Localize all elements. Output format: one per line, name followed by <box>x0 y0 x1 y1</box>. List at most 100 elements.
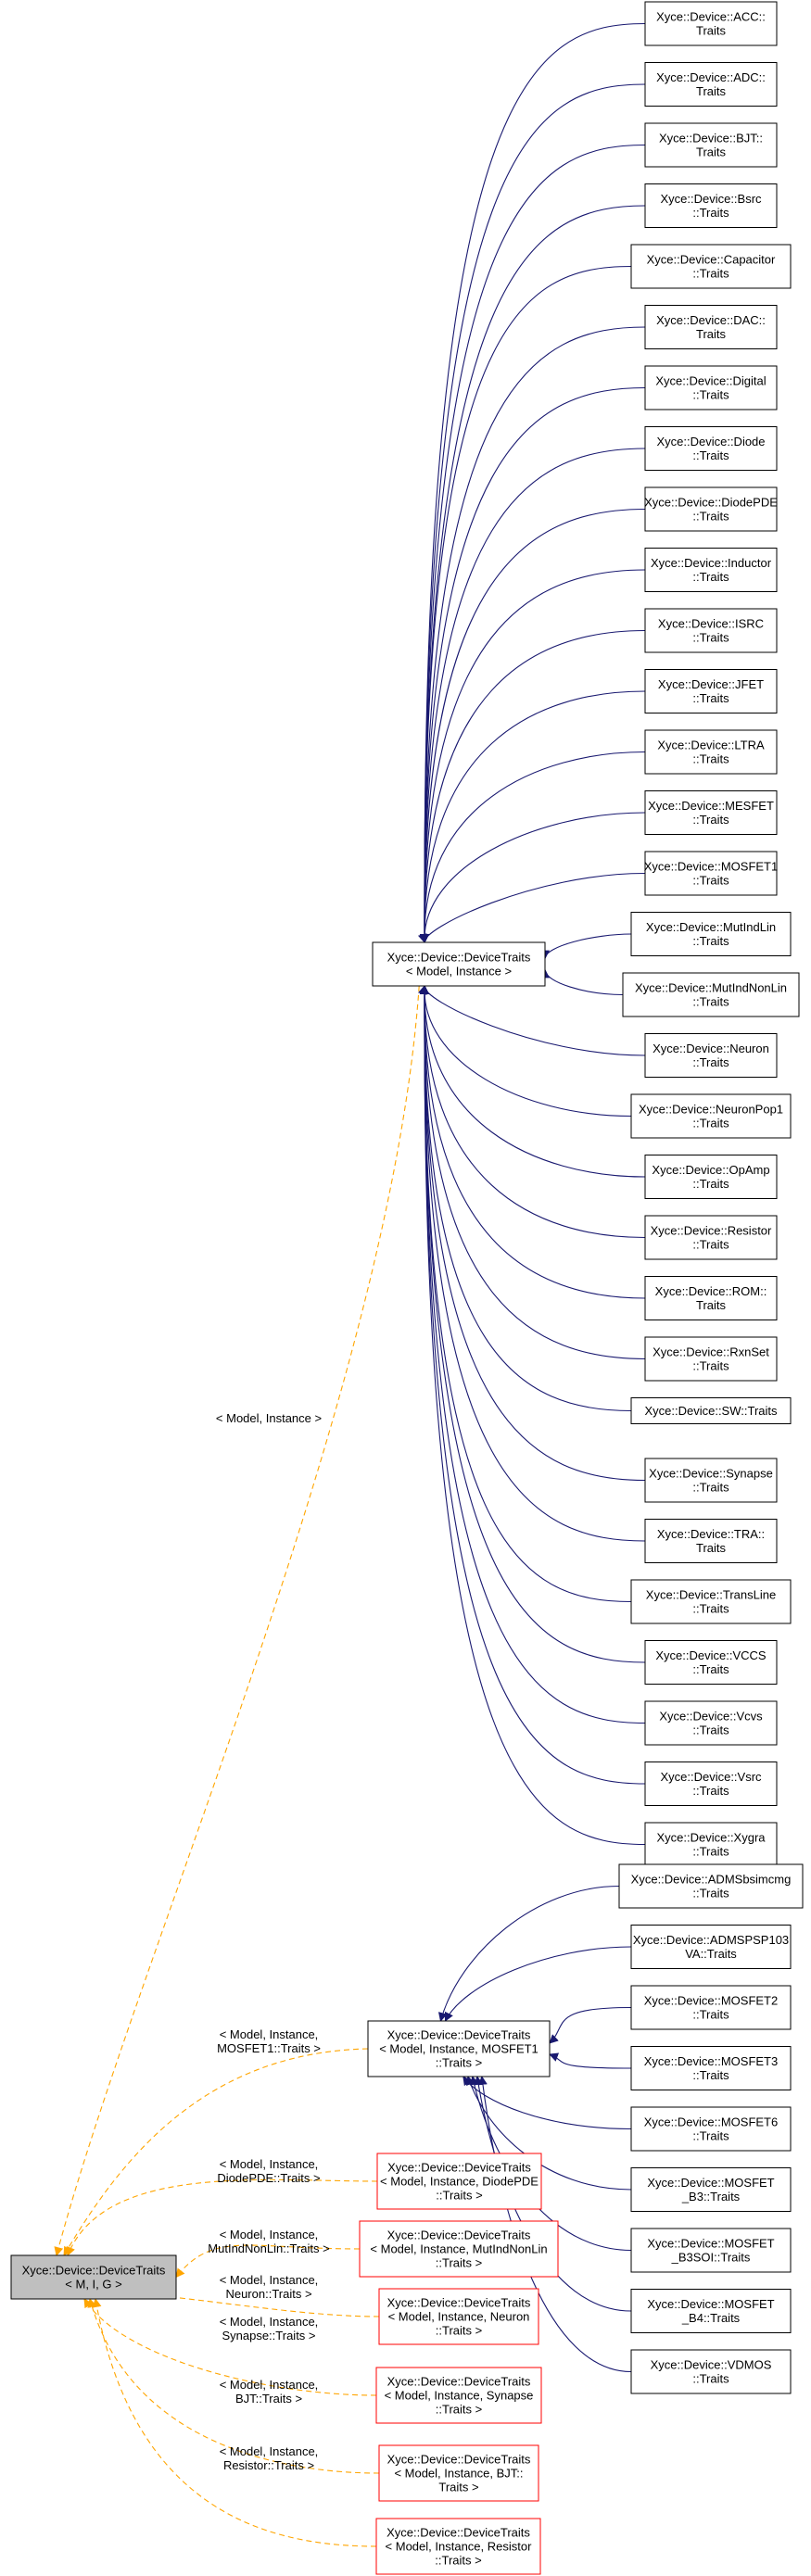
hub-node[interactable]: Xyce::Device::DeviceTraits< Model, Insta… <box>372 941 546 987</box>
class-node-inductor[interactable]: Xyce::Device::Inductor::Traits <box>644 548 778 592</box>
class-node-adc-label-line: Traits <box>696 84 727 98</box>
edge-isrc-to-hub <box>420 629 646 943</box>
class-node-mosfetb3soi-box <box>630 2228 792 2273</box>
class-node-transline[interactable]: Xyce::Device::TransLine::Traits <box>630 1579 792 1624</box>
class-node-vcvs[interactable]: Xyce::Device::Vcvs::Traits <box>644 1700 778 1746</box>
edge-tra-to-hub <box>420 985 646 1542</box>
template-instance-node-bjt_inst[interactable]: Xyce::Device::DeviceTraits< Model, Insta… <box>378 2444 539 2502</box>
class-node-rom[interactable]: Xyce::Device::ROM::Traits <box>644 1276 778 1320</box>
edge-hub-to-root <box>54 985 420 2256</box>
edge-neuron-to-hub <box>418 985 646 1056</box>
class-node-neuronpop1[interactable]: Xyce::Device::NeuronPop1::Traits <box>630 1093 792 1139</box>
class-node-isrc[interactable]: Xyce::Device::ISRC::Traits <box>644 608 778 653</box>
template-instance-node-synapse_inst-label-line: ::Traits > <box>436 2403 482 2417</box>
class-node-neuronpop1-label-line: ::Traits <box>692 1117 729 1130</box>
class-node-ltra-label-line: ::Traits <box>692 752 729 766</box>
edge-label-neuron_inst: < Model, Instance, <box>220 2273 319 2287</box>
class-node-synapse-label-line: Xyce::Device::Synapse <box>649 1467 773 1481</box>
edge-label-bjt_inst: BJT::Traits > <box>235 2392 302 2406</box>
template-instance-node-resistor_inst[interactable]: Xyce::Device::DeviceTraits< Model, Insta… <box>375 2518 541 2575</box>
edge-label-resistor_inst: Resistor::Traits > <box>223 2458 314 2472</box>
edge-opamp-to-hub <box>419 985 646 1178</box>
class-node-opamp[interactable]: Xyce::Device::OpAmp::Traits <box>644 1155 778 1199</box>
class-node-vsrc[interactable]: Xyce::Device::Vsrc::Traits <box>644 1762 778 1806</box>
class-node-diodepde-box <box>644 486 778 532</box>
class-node-diode-label-line: ::Traits <box>692 448 729 462</box>
class-node-diode[interactable]: Xyce::Device::Diode::Traits <box>644 426 778 471</box>
class-node-rxnset[interactable]: Xyce::Device::RxnSet::Traits <box>644 1336 778 1382</box>
class-node-neuron-box <box>644 1033 778 1078</box>
class-node-mosfetb4[interactable]: Xyce::Device::MOSFET_B4::Traits <box>630 2289 792 2333</box>
edge-vccs-to-hub <box>420 985 646 1663</box>
class-node-capacitor[interactable]: Xyce::Device::Capacitor::Traits <box>630 244 792 289</box>
edge-label-synapse_inst: < Model, Instance, <box>220 2315 319 2329</box>
edge-digital-to-hub <box>420 386 646 943</box>
class-node-inductor-box <box>644 548 778 592</box>
edge-labels-layer: < Model, Instance >< Model, Instance,MOS… <box>208 1411 329 2472</box>
class-node-mosfetb3-label-line: _B3::Traits <box>681 2190 741 2203</box>
class-node-mosfetb4-label-line: Xyce::Device::MOSFET <box>647 2297 774 2311</box>
class-node-sw[interactable]: Xyce::Device::SW::Traits <box>630 1397 792 1424</box>
class-node-mosfet1[interactable]: Xyce::Device::MOSFET1::Traits <box>644 851 778 896</box>
edge-inductor-to-hub <box>420 569 646 943</box>
class-node-bjt[interactable]: Xyce::Device::BJT::Traits <box>644 122 778 168</box>
class-node-admsbsimcmg[interactable]: Xyce::Device::ADMSbsimcmg::Traits <box>618 1863 804 1909</box>
class-node-synapse[interactable]: Xyce::Device::Synapse::Traits <box>644 1458 778 1503</box>
class-node-ltra[interactable]: Xyce::Device::LTRA::Traits <box>644 729 778 775</box>
class-node-mutindlin[interactable]: Xyce::Device::MutIndLin::Traits <box>630 912 792 956</box>
class-node-vdmos[interactable]: Xyce::Device::VDMOS::Traits <box>630 2349 792 2394</box>
template-instance-node-neuron_inst-box <box>378 2288 539 2345</box>
class-node-vdmos-label-line: ::Traits <box>692 2372 729 2386</box>
class-node-diodepde-label-line: Xyce::Device::DiodePDE <box>644 496 778 510</box>
class-node-mutindnonlin[interactable]: Xyce::Device::MutIndNonLin::Traits <box>622 972 800 1017</box>
class-node-transline-label-line: ::Traits <box>692 1602 729 1616</box>
class-node-vdmos-box <box>630 2349 792 2394</box>
class-node-adc[interactable]: Xyce::Device::ADC::Traits <box>644 62 778 107</box>
class-node-tra-box <box>644 1519 778 1563</box>
class-node-digital-label-line: ::Traits <box>692 388 729 402</box>
class-node-vccs[interactable]: Xyce::Device::VCCS::Traits <box>644 1640 778 1685</box>
class-node-mesfet-label-line: Xyce::Device::MESFET <box>648 799 774 813</box>
class-node-mosfetb3[interactable]: Xyce::Device::MOSFET_B3::Traits <box>630 2167 792 2212</box>
class-node-bjt-label-line: Traits <box>696 145 727 159</box>
mos-hub-node[interactable]: Xyce::Device::DeviceTraits< Model, Insta… <box>367 2020 551 2077</box>
root-node-box <box>10 2254 177 2300</box>
class-node-digital[interactable]: Xyce::Device::Digital::Traits <box>644 365 778 410</box>
template-instance-node-diodepde_inst[interactable]: Xyce::Device::DeviceTraits< Model, Insta… <box>376 2153 542 2210</box>
edge-dac-to-hub <box>420 326 646 943</box>
class-node-diodepde[interactable]: Xyce::Device::DiodePDE::Traits <box>644 486 778 532</box>
class-node-mutindnonlin-box <box>622 972 800 1017</box>
template-instance-node-mutind_inst[interactable]: Xyce::Device::DeviceTraits< Model, Insta… <box>359 2220 559 2278</box>
class-node-mosfetb3soi[interactable]: Xyce::Device::MOSFET_B3SOI::Traits <box>630 2228 792 2273</box>
template-instance-node-synapse_inst[interactable]: Xyce::Device::DeviceTraits< Model, Insta… <box>375 2367 542 2424</box>
class-node-tra[interactable]: Xyce::Device::TRA::Traits <box>644 1519 778 1563</box>
class-node-mosfet2-label-line: ::Traits <box>692 2008 729 2022</box>
nodes-layer: Xyce::Device::DeviceTraits< M, I, G >Xyc… <box>10 1 804 2575</box>
root-node-label-line: < M, I, G > <box>65 2278 121 2292</box>
class-node-mesfet[interactable]: Xyce::Device::MESFET::Traits <box>644 790 778 835</box>
class-node-dac[interactable]: Xyce::Device::DAC::Traits <box>644 305 778 349</box>
template-instance-node-neuron_inst-label-line: ::Traits > <box>436 2324 482 2338</box>
class-node-mosfetb4-label-line: _B4::Traits <box>681 2311 741 2325</box>
class-node-xygra[interactable]: Xyce::Device::Xygra::Traits <box>644 1822 778 1867</box>
class-node-bsrc[interactable]: Xyce::Device::Bsrc::Traits <box>644 183 778 228</box>
template-instance-node-bjt_inst-label-line: < Model, Instance, BJT:: <box>394 2467 523 2481</box>
class-node-jfet-label-line: Xyce::Device::JFET <box>658 677 764 691</box>
class-node-mosfet3[interactable]: Xyce::Device::MOSFET3::Traits <box>630 2046 792 2090</box>
template-instance-node-neuron_inst[interactable]: Xyce::Device::DeviceTraits< Model, Insta… <box>378 2288 539 2345</box>
class-node-resistor[interactable]: Xyce::Device::Resistor::Traits <box>644 1215 778 1260</box>
class-node-xygra-box <box>644 1822 778 1867</box>
root-node[interactable]: Xyce::Device::DeviceTraits< M, I, G > <box>10 2254 177 2300</box>
class-node-mosfet6[interactable]: Xyce::Device::MOSFET6::Traits <box>630 2106 792 2152</box>
template-instance-node-mutind_inst-label-line: ::Traits > <box>436 2256 482 2270</box>
class-node-mosfet2[interactable]: Xyce::Device::MOSFET2::Traits <box>630 1985 792 2030</box>
edge-label-resistor_inst: < Model, Instance, <box>220 2444 319 2458</box>
class-node-vsrc-label-line: ::Traits <box>692 1784 729 1798</box>
class-node-jfet[interactable]: Xyce::Device::JFET::Traits <box>644 669 778 713</box>
class-node-neuron[interactable]: Xyce::Device::Neuron::Traits <box>644 1033 778 1078</box>
class-node-mesfet-box <box>644 790 778 835</box>
class-node-acc[interactable]: Xyce::Device::ACC::Traits <box>644 1 778 46</box>
class-node-rxnset-label-line: ::Traits <box>692 1359 729 1373</box>
